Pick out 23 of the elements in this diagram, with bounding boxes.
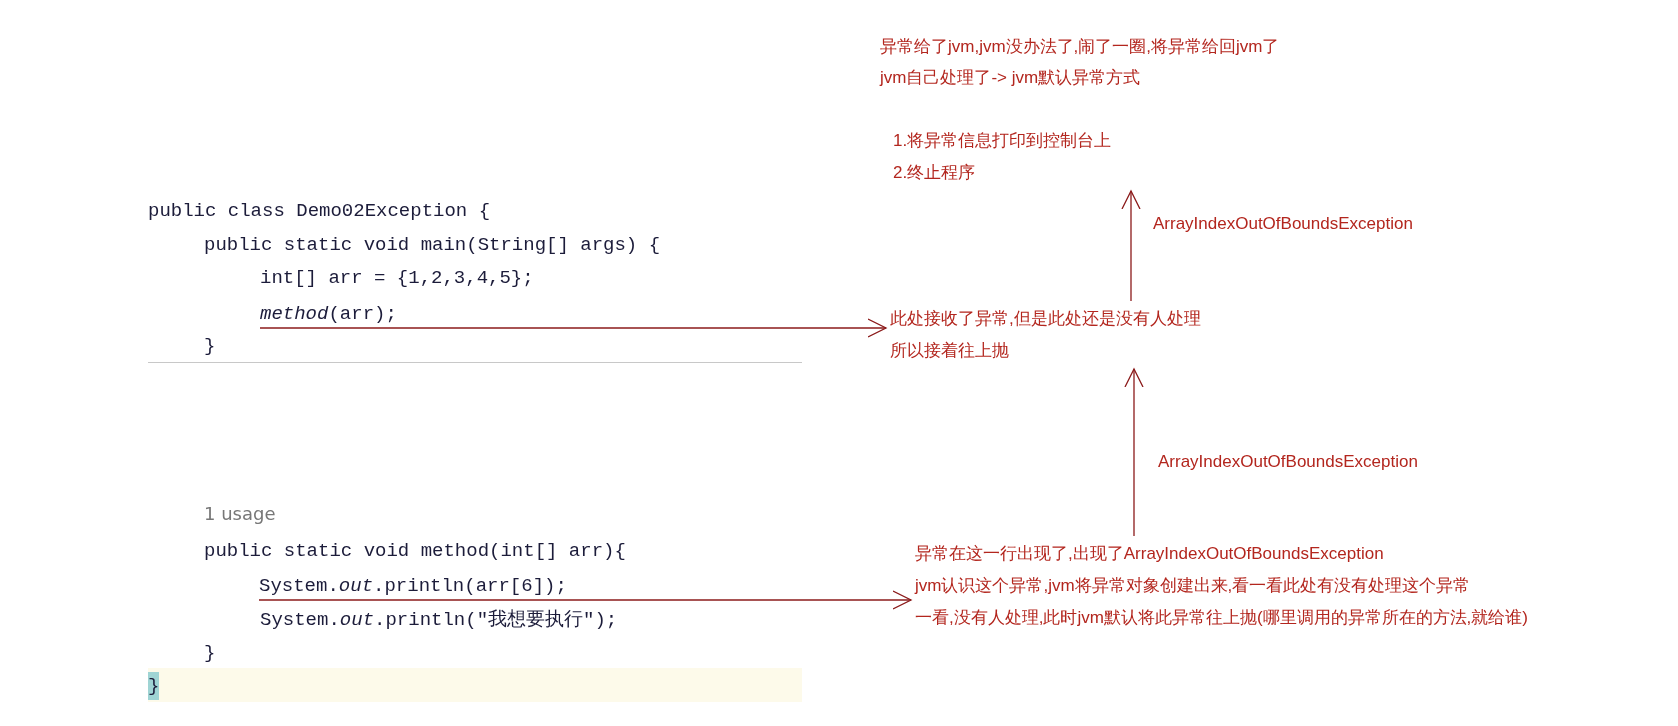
code-line: public static void method(int[] arr){ xyxy=(204,539,626,564)
annotation-text: 一看,没有人处理,此时jvm默认将此异常往上抛(哪里调用的异常所在的方法,就给谁) xyxy=(915,607,1528,629)
arrow xyxy=(258,590,912,610)
arrow xyxy=(1124,368,1144,537)
annotation-text: 2.终止程序 xyxy=(893,162,977,184)
annotation-text: 所以接着往上抛 xyxy=(890,340,1010,362)
usage-hint: 1 usage xyxy=(204,503,276,524)
annotation-text: jvm自己处理了-> jvm默认异常方式 xyxy=(880,67,1141,89)
code-line: } xyxy=(204,641,216,666)
code-line: method(arr); xyxy=(260,300,397,328)
code-line: int[] arr = {1,2,3,4,5}; xyxy=(260,266,534,291)
annotation-text: 1.将异常信息打印到控制台上 xyxy=(893,130,1112,152)
annotation-text: 异常在这一行出现了,出现了ArrayIndexOutOfBoundsException xyxy=(915,543,1385,565)
code-line: } xyxy=(204,334,216,359)
code-line: System.out.println("我想要执行"); xyxy=(260,608,618,633)
annotation-text: jvm认识这个异常,jvm将异常对象创建出来,看一看此处有没有处理这个异常 xyxy=(915,575,1472,597)
annotation-text: 异常给了jvm,jvm没办法了,闹了一圈,将异常给回jvm了 xyxy=(880,36,1280,58)
arrow xyxy=(259,318,887,338)
code-line: public static void main(String[] args) { xyxy=(204,233,661,258)
annotation-text: 此处接收了异常,但是此处还是没有人处理 xyxy=(890,308,1201,330)
code-line: System.out.println(arr[6]); xyxy=(259,572,567,600)
arrow xyxy=(1121,190,1141,302)
code-line: public class Demo02Exception { xyxy=(148,199,491,224)
